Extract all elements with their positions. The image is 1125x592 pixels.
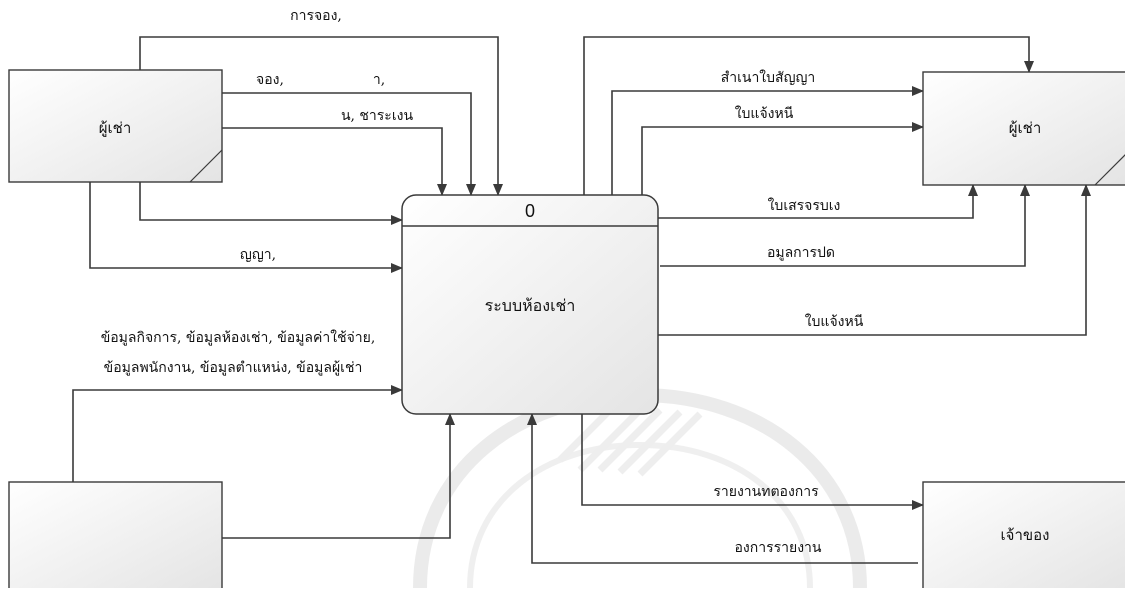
flow-line-booking-mid [222, 92, 476, 196]
process-rental-system[interactable]: 0 ระบบห้องเช่า [401, 194, 659, 415]
label-admin-data-line1: ข้อมูลกิจการ, ข้อมูลห้องเช่า, ข้อมูลค่าใ… [101, 329, 376, 346]
flow-line-info-out [660, 184, 1030, 267]
entity-label: ผู้เช่า [99, 119, 132, 137]
flow-line-admin-up [222, 413, 455, 539]
process-name: ระบบห้องเช่า [485, 296, 576, 315]
label-booking-top: การจอง, [290, 8, 342, 24]
flow-line-invoice-bottom [656, 184, 1091, 336]
flow-line-contract-copy [611, 86, 924, 195]
flow-line-payment [222, 127, 447, 196]
label-invoice-top: ใบแจ้งหนี [735, 105, 794, 122]
flow-line-admin-data [72, 385, 403, 482]
entity-label: เจ้าของ [1001, 526, 1050, 544]
flow-line-report-out [581, 414, 924, 510]
flow-line-contract [89, 182, 403, 273]
flow-line-booking-top [139, 36, 503, 196]
flow-line-report-request [527, 413, 918, 564]
entity-tenant-right[interactable]: ผู้เช่า [922, 71, 1125, 186]
flow-line-receipt [655, 184, 978, 219]
label-receipt: ใบเสรจรบเง [768, 197, 841, 214]
entity-tenant-left[interactable]: ผู้เช่า [8, 69, 223, 183]
entity-label: ผู้เช่า [1009, 119, 1042, 137]
flow-line-top-right [583, 36, 1034, 195]
label-payment: น, ชาระเงน [341, 108, 413, 124]
label-contract-copy: สำเนาใบสัญญา [721, 69, 816, 86]
label-info-out: อมูลการปด [767, 245, 835, 261]
label-booking-mid: จอง, า, [256, 72, 385, 88]
entity-admin[interactable] [8, 481, 223, 592]
flow-line-tenant-direct [139, 182, 403, 225]
label-admin-data-line2: ข้อมูลพนักงาน, ข้อมูลตำแหน่ง, ข้อมูลผู้เ… [104, 360, 363, 376]
label-report-request: องการรายงาน [735, 540, 822, 556]
label-contract: ญญา, [240, 247, 276, 263]
entity-owner[interactable]: เจ้าของ [922, 481, 1125, 592]
label-invoice-bottom: ใบแจ้งหนี [805, 313, 864, 330]
flow-line-invoice-top [641, 122, 924, 195]
label-report-out: รายงานทตองการ [713, 484, 819, 500]
process-number: 0 [525, 201, 535, 221]
